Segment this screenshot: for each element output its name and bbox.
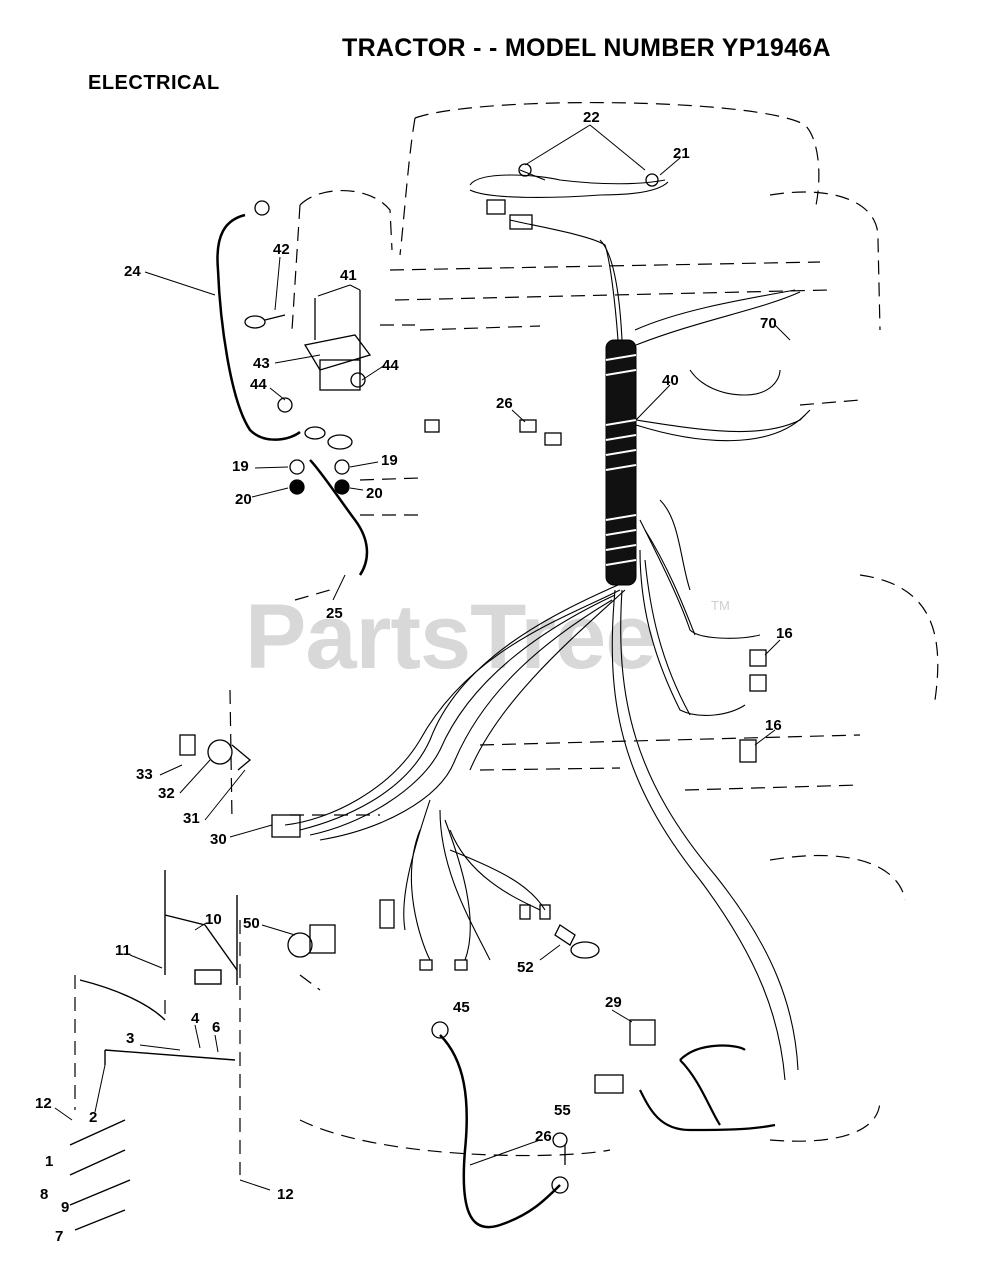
ground-wire-25: [309, 459, 369, 576]
callout-10: 10: [205, 911, 222, 928]
callout-26-top: 26: [496, 395, 513, 412]
watermark-tm: TM: [711, 598, 730, 613]
callout-52: 52: [517, 959, 534, 976]
callout-30: 30: [210, 831, 227, 848]
right-side-wires: [611, 369, 811, 1081]
callout-11: 11: [115, 942, 131, 959]
callout-44-left: 44: [250, 376, 267, 393]
callout-20-left: 20: [235, 491, 252, 508]
callout-7: 7: [55, 1228, 64, 1245]
callout-55: 55: [554, 1102, 571, 1119]
solenoid: [244, 290, 372, 495]
callout-41: 41: [340, 267, 357, 284]
ground-wire-24: [216, 213, 301, 441]
callout-22: 22: [583, 109, 600, 126]
callout-9: 9: [61, 1199, 70, 1216]
callout-19-left: 19: [232, 458, 249, 475]
callout-45: 45: [453, 999, 470, 1016]
tractor-outline: [74, 101, 939, 1175]
callout-6: 6: [212, 1019, 221, 1036]
ignition-switch: [179, 734, 301, 838]
callout-24: 24: [124, 263, 141, 280]
callout-40: 40: [662, 372, 679, 389]
connectors: [254, 163, 767, 1194]
callout-1: 1: [45, 1153, 54, 1170]
callout-43: 43: [253, 355, 270, 372]
leader-lines: [54, 124, 791, 1191]
callout-26-bottom: 26: [535, 1128, 552, 1145]
callout-50: 50: [243, 915, 260, 932]
callout-8: 8: [40, 1186, 49, 1203]
callout-29: 29: [605, 994, 622, 1011]
callout-32: 32: [158, 785, 175, 802]
headlight-wires: [469, 169, 801, 346]
callout-31: 31: [183, 810, 200, 827]
section-title: ELECTRICAL: [88, 72, 220, 94]
callout-42: 42: [273, 241, 290, 258]
coiled-wire: [639, 1044, 776, 1132]
main-wire-harness: [284, 584, 626, 961]
callout-44-right: 44: [382, 357, 399, 374]
callout-4: 4: [191, 1010, 200, 1027]
callout-21: 21: [673, 145, 690, 162]
watermark: PartsTree: [245, 586, 656, 688]
callout-33: 33: [136, 766, 153, 783]
callout-12-right: 12: [277, 1186, 294, 1203]
callout-25: 25: [326, 605, 343, 622]
callout-20-right: 20: [366, 485, 383, 502]
brake-switch-parts: [69, 870, 238, 1231]
callout-3: 3: [126, 1030, 135, 1047]
ground-wire-26-bottom: [439, 1034, 561, 1229]
callout-70: 70: [760, 315, 777, 332]
callout-16-top: 16: [776, 625, 793, 642]
callout-19-right: 19: [381, 452, 398, 469]
diagram-title: TRACTOR - - MODEL NUMBER YP1946A: [342, 34, 831, 62]
callout-2: 2: [89, 1109, 98, 1126]
callout-16-bottom: 16: [765, 717, 782, 734]
wire-conduit: [605, 339, 637, 586]
callout-12-left: 12: [35, 1095, 52, 1112]
